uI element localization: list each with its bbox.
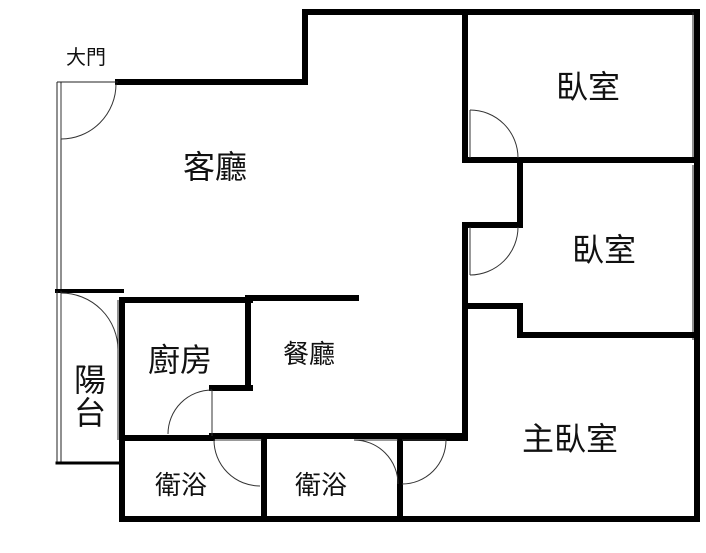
living-room-label: 客廳 — [183, 148, 247, 186]
bathroom-1-door — [213, 439, 262, 487]
balcony-label-bottom: 台 — [74, 394, 106, 432]
bedroom-1-label: 臥室 — [556, 68, 620, 106]
doors — [60, 83, 519, 487]
interior-walls — [119, 9, 700, 522]
bedroom-1-door — [469, 109, 519, 159]
entrance-label: 大門 — [66, 45, 106, 69]
bedroom-2-north-west-wall — [464, 157, 523, 228]
west-kitchen-wall — [119, 297, 253, 443]
front-door — [60, 83, 117, 140]
bathroom-2-label: 衛浴 — [295, 471, 347, 501]
master-bedroom-label: 主臥室 — [522, 420, 618, 458]
kitchen-label: 廚房 — [148, 341, 212, 379]
bedroom-2-south-wall — [464, 303, 700, 338]
outer-walls — [115, 9, 700, 522]
room-labels: 大門 客廳 臥室 臥室 主臥室 廚房 餐廳 衛浴 衛浴 陽 台 — [66, 45, 636, 501]
bathroom-1-label: 衛浴 — [155, 471, 207, 501]
kitchen-door — [167, 389, 213, 436]
bedroom-2-door — [469, 226, 519, 276]
north-wall-left — [115, 9, 700, 163]
east-wall-lower — [119, 337, 700, 522]
bedroom-2-label: 臥室 — [572, 231, 636, 269]
balcony-label-top: 陽 — [74, 361, 106, 399]
bathroom-2-door — [353, 439, 399, 485]
dining-room-label: 餐廳 — [283, 340, 335, 370]
balcony-door — [60, 292, 119, 351]
master-bedroom-door — [401, 439, 447, 485]
